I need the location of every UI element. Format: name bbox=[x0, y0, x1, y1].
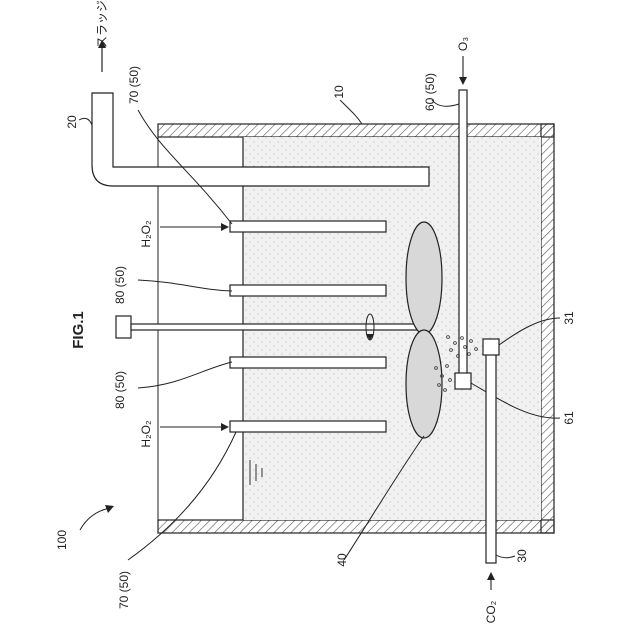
co2-nozzle bbox=[483, 339, 499, 355]
motor bbox=[116, 316, 131, 338]
leader-80-lower bbox=[138, 362, 232, 388]
label-70-top: 70 (50) bbox=[127, 66, 141, 104]
label-100: 100 bbox=[55, 530, 69, 550]
co2-pipe bbox=[486, 350, 496, 563]
impeller-blade-upper bbox=[406, 222, 442, 334]
electrode-80-upper bbox=[230, 285, 386, 296]
label-80-upper: 80 (50) bbox=[113, 266, 127, 304]
o3-label: O₃ bbox=[456, 37, 470, 51]
label-60: 60 (50) bbox=[423, 73, 437, 111]
leader-80-upper bbox=[138, 280, 232, 291]
electrode-70-bottom bbox=[230, 421, 386, 432]
label-61: 61 bbox=[562, 411, 576, 425]
label-70-bottom: 70 (50) bbox=[117, 571, 131, 609]
leader-20 bbox=[79, 118, 92, 125]
co2-label: CO₂ bbox=[484, 600, 498, 623]
label-31: 31 bbox=[562, 311, 576, 325]
leader-70-bottom bbox=[128, 432, 236, 560]
electrode-70-top bbox=[230, 221, 386, 232]
label-80-lower: 80 (50) bbox=[113, 371, 127, 409]
tank-wall-top bbox=[158, 124, 554, 137]
label-30: 30 bbox=[515, 549, 529, 563]
leader-30 bbox=[496, 555, 515, 558]
impeller-blade-lower bbox=[406, 330, 442, 438]
leader-10 bbox=[340, 100, 362, 124]
stirrer-shaft bbox=[131, 324, 431, 330]
tank-wall-right bbox=[541, 124, 554, 533]
label-20: 20 bbox=[65, 115, 79, 129]
label-40: 40 bbox=[335, 553, 349, 567]
h2o2-label-upper: H₂O₂ bbox=[139, 220, 153, 248]
electrode-80-lower bbox=[230, 357, 386, 368]
sludge-label: スラッジ bbox=[95, 0, 109, 48]
label-10: 10 bbox=[332, 85, 346, 99]
ozone-nozzle bbox=[455, 373, 471, 389]
ozone-pipe bbox=[459, 90, 467, 378]
h2o2-label-lower: H₂O₂ bbox=[139, 420, 153, 448]
figure-title: FIG.1 bbox=[70, 311, 87, 349]
leader-100 bbox=[80, 508, 110, 530]
